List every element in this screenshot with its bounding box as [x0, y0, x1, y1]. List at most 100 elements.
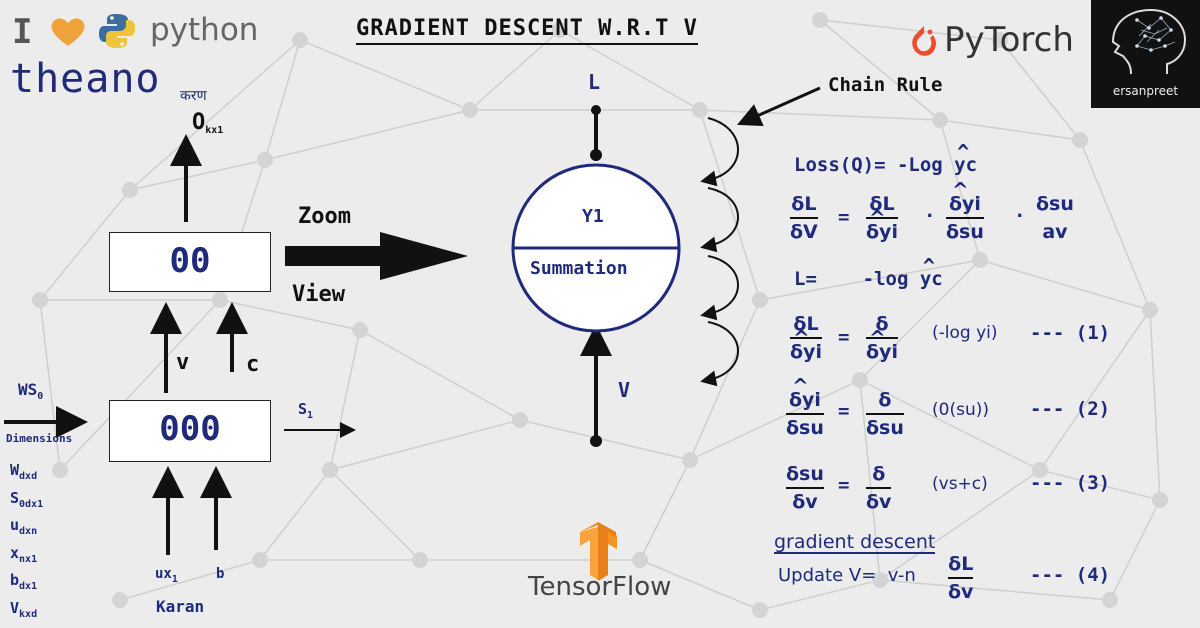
- gradient-descent-title: gradient descent: [774, 531, 936, 554]
- dimension-item: Wdxd: [10, 461, 38, 482]
- eq1-lhs: δLδyi: [790, 312, 822, 364]
- eq1-rhs: δδyi: [866, 312, 898, 364]
- network-edge: [689, 379, 861, 461]
- network-node: [682, 452, 698, 468]
- c-label: c: [246, 352, 260, 377]
- network-node: [752, 292, 768, 308]
- network-edge: [939, 119, 1081, 141]
- ws-label: WS0: [18, 380, 44, 402]
- network-node: [1102, 592, 1118, 608]
- network-node: [1072, 132, 1088, 148]
- ux-label: ux1: [155, 566, 178, 585]
- chain-rule-label: Chain Rule: [828, 74, 943, 96]
- network-edge: [759, 579, 881, 611]
- view-label: View: [292, 282, 345, 307]
- network-edge: [699, 109, 761, 301]
- loss-equation: Loss(Q)= -Log yc: [794, 140, 977, 176]
- network-edge: [469, 29, 561, 111]
- network-edge: [859, 379, 1041, 471]
- theano-logo: theano: [10, 56, 161, 102]
- pytorch-flame-icon: [912, 26, 936, 56]
- heart-icon: [51, 18, 85, 46]
- author-logo: ersanpreet: [1091, 0, 1200, 108]
- eq1-tag: --- (1): [1030, 322, 1111, 344]
- chain-eq-sign: =: [838, 206, 850, 228]
- network-edge: [359, 329, 521, 421]
- network-edge: [264, 39, 301, 161]
- output-label: Okx1: [192, 110, 224, 136]
- L-label: L: [588, 70, 601, 94]
- network-edge: [59, 299, 221, 471]
- L-equation: L= -log yc: [794, 254, 943, 290]
- bottom-box-value: 000: [159, 409, 221, 449]
- dimension-item: udxn: [10, 516, 38, 537]
- chain-dot-1: .: [924, 200, 936, 222]
- network-edge: [689, 299, 761, 461]
- network-edge: [879, 469, 1041, 581]
- eq3-tag: --- (3): [1030, 472, 1111, 494]
- network-edge: [879, 579, 1111, 601]
- network-edge: [819, 19, 1001, 41]
- network-edge: [639, 559, 761, 611]
- network-node: [122, 182, 138, 198]
- circle-top-label: Y1: [582, 206, 604, 227]
- network-node: [1142, 302, 1158, 318]
- network-node: [752, 602, 768, 618]
- python-logo-icon: [99, 14, 135, 48]
- eq2-expr: (0(su)): [932, 400, 989, 420]
- network-node: [872, 572, 888, 588]
- b-label: b: [216, 566, 225, 582]
- network-edge: [39, 189, 131, 301]
- eq1-sign: =: [838, 326, 850, 348]
- tensorflow-text: TensorFlow: [528, 572, 672, 602]
- tensorflow-logo-icon: [580, 522, 617, 581]
- chain-frac-2: δLδyi: [866, 192, 898, 244]
- karan-label: Karan: [156, 597, 205, 616]
- network-edge: [1079, 139, 1151, 311]
- bottom-box: 000: [109, 400, 271, 462]
- dimension-item: xnx1: [10, 543, 38, 565]
- dimension-item: bdx1: [10, 571, 38, 592]
- network-node: [1032, 462, 1048, 478]
- dimensions-list: WdxdS0dx1udxnxnx1bdx1Vkxdckx1: [10, 460, 43, 628]
- eq2-tag: --- (2): [1030, 398, 1111, 420]
- network-edge: [979, 259, 1151, 311]
- network-node: [812, 12, 828, 28]
- L-node-bottom: [590, 149, 602, 161]
- update-text: Update V= v-n: [778, 565, 916, 586]
- network-edge: [859, 379, 881, 581]
- network-node: [632, 552, 648, 568]
- top-box-value: 00: [169, 241, 211, 281]
- V-node: [590, 435, 602, 447]
- i-love-python-logo: I python: [10, 10, 270, 54]
- network-edge: [264, 109, 471, 161]
- pytorch-text: PyTorch: [944, 20, 1074, 60]
- network-edge: [1039, 309, 1151, 471]
- network-edge: [329, 329, 361, 471]
- network-node: [992, 32, 1008, 48]
- network-node: [252, 552, 268, 568]
- network-node: [552, 22, 568, 38]
- chain-rule-loops: [700, 117, 739, 387]
- eq3-expr: (vs+c): [932, 474, 988, 494]
- eq3-sign: =: [838, 474, 850, 496]
- network-node: [257, 152, 273, 168]
- network-edge: [1109, 499, 1161, 601]
- network-node: [32, 292, 48, 308]
- network-node: [512, 412, 528, 428]
- network-edge: [1149, 309, 1161, 501]
- network-node: [462, 102, 478, 118]
- i-letter: I: [12, 12, 33, 52]
- network-edge: [129, 159, 266, 191]
- brain-head-icon: [1111, 8, 1187, 75]
- network-node: [932, 112, 948, 128]
- network-edge: [299, 39, 471, 111]
